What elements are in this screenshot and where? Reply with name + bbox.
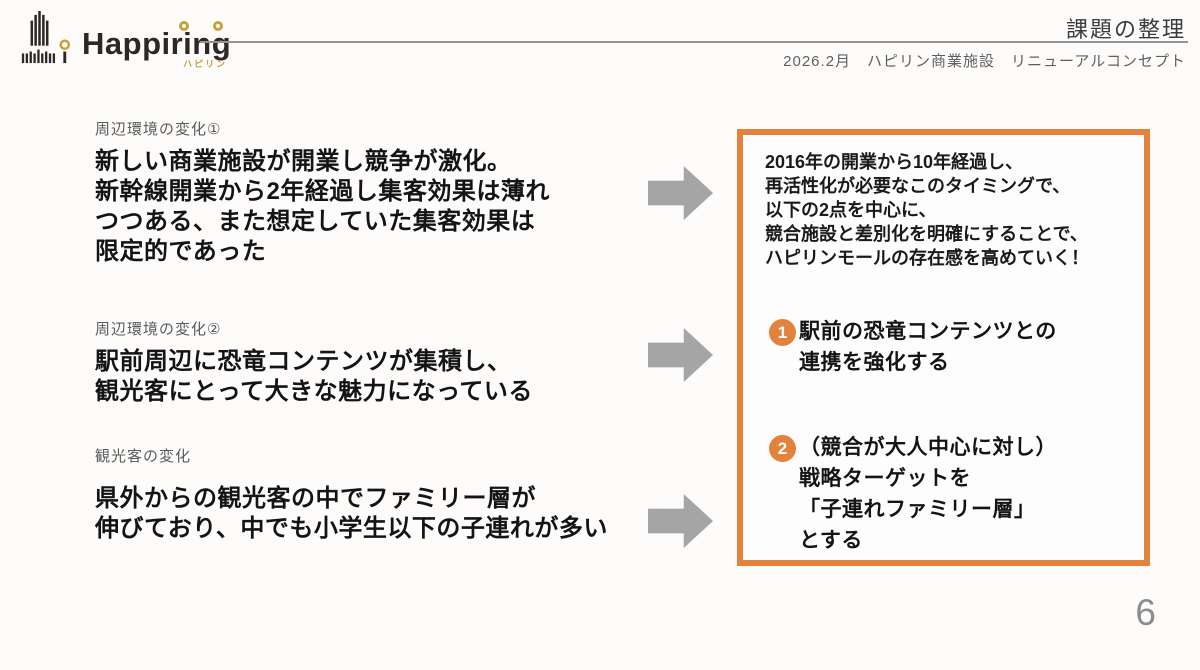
slide-title: 課題の整理 xyxy=(1065,17,1186,42)
body-line: 県外からの観光客の中でファミリー層が xyxy=(95,485,536,512)
number-badge-2: 2 xyxy=(769,435,796,462)
point-line: 「子連れファミリー層」 xyxy=(799,498,1036,521)
right-arrow-icon xyxy=(648,494,713,548)
slide-subtitle: 2026.2月 ハピリン商業施設 リニューアルコンセプト xyxy=(783,53,1186,70)
key-point-1: 1 駅前の恐竜コンテンツとの 連携を強化する xyxy=(743,316,1144,378)
point-line: とする xyxy=(799,529,863,552)
gold-ring-icon xyxy=(213,21,223,31)
brand-wordmark: Happiring ハピリン xyxy=(82,21,232,69)
intro-line: ハピリンモールの存在感を高めていく！ xyxy=(765,248,1089,268)
happiring-logo: Happiring ハピリン xyxy=(18,10,232,69)
right-arrow-icon xyxy=(648,328,713,382)
point-text: 駅前の恐竜コンテンツとの 連携を強化する xyxy=(799,316,1057,378)
conclusion-box: 2016年の開業から10年経過し、 再活性化が必要なこのタイミングで、 以下の2… xyxy=(737,129,1150,566)
point-line: 連携を強化する xyxy=(799,351,950,374)
section-tourist-change: 観光客の変化 県外からの観光客の中でファミリー層が 伸びており、中でも小学生以下… xyxy=(95,445,608,544)
key-point-2: 2 （競合が大人中心に対し） 戦略ターゲットを 「子連れファミリー層」 とする xyxy=(743,432,1144,556)
body-line: 伸びており、中でも小学生以下の子連れが多い xyxy=(95,515,608,542)
body-line: 新幹線開業から2年経過し集客効果は薄れ xyxy=(95,178,550,205)
intro-line: 2016年の開業から10年経過し、 xyxy=(765,152,1024,172)
body-line: 新しい商業施設が開業し競争が激化。 xyxy=(95,148,512,175)
brand-name-japanese: ハピリン xyxy=(183,59,228,69)
section-environment-change-2: 周辺環境の変化② 駅前周辺に恐竜コンテンツが集積し、 観光客にとって大きな魅力に… xyxy=(95,318,533,407)
body-line: 観光客にとって大きな魅力になっている xyxy=(95,378,533,405)
page-number: 6 xyxy=(1135,592,1156,633)
point-text: （競合が大人中心に対し） 戦略ターゲットを 「子連れファミリー層」 とする xyxy=(799,432,1057,556)
conclusion-intro: 2016年の開業から10年経過し、 再活性化が必要なこのタイミングで、 以下の2… xyxy=(743,135,1144,270)
body-line: つつある、また想定していた集客効果は xyxy=(95,208,536,235)
section-environment-change-1: 周辺環境の変化① 新しい商業施設が開業し競争が激化。 新幹線開業から2年経過し集… xyxy=(95,118,550,267)
brand-name: Happiring xyxy=(82,26,232,61)
point-line: 駅前の恐竜コンテンツとの xyxy=(799,320,1057,343)
right-arrow-icon xyxy=(648,166,713,220)
section-label: 観光客の変化 xyxy=(95,448,192,465)
point-line: 戦略ターゲットを xyxy=(799,467,971,490)
gold-ring-icon xyxy=(179,21,189,31)
section-label: 周辺環境の変化① xyxy=(95,121,222,138)
header-divider xyxy=(200,41,1188,43)
body-line: 駅前周辺に恐竜コンテンツが集積し、 xyxy=(95,348,512,375)
intro-line: 以下の2点を中心に、 xyxy=(765,200,937,220)
section-body: 県外からの観光客の中でファミリー層が 伸びており、中でも小学生以下の子連れが多い xyxy=(95,484,608,544)
section-label: 周辺環境の変化② xyxy=(95,321,222,338)
number-badge-1: 1 xyxy=(769,319,796,346)
point-line: （競合が大人中心に対し） xyxy=(799,436,1057,459)
happiring-bars-icon xyxy=(21,11,71,64)
section-body: 駅前周辺に恐竜コンテンツが集積し、 観光客にとって大きな魅力になっている xyxy=(95,347,533,407)
body-line: 限定的であった xyxy=(95,238,267,265)
intro-line: 再活性化が必要なこのタイミングで、 xyxy=(765,176,1071,196)
section-body: 新しい商業施設が開業し競争が激化。 新幹線開業から2年経過し集客効果は薄れ つつ… xyxy=(95,147,550,267)
intro-line: 競合施設と差別化を明確にすることで、 xyxy=(765,224,1088,244)
